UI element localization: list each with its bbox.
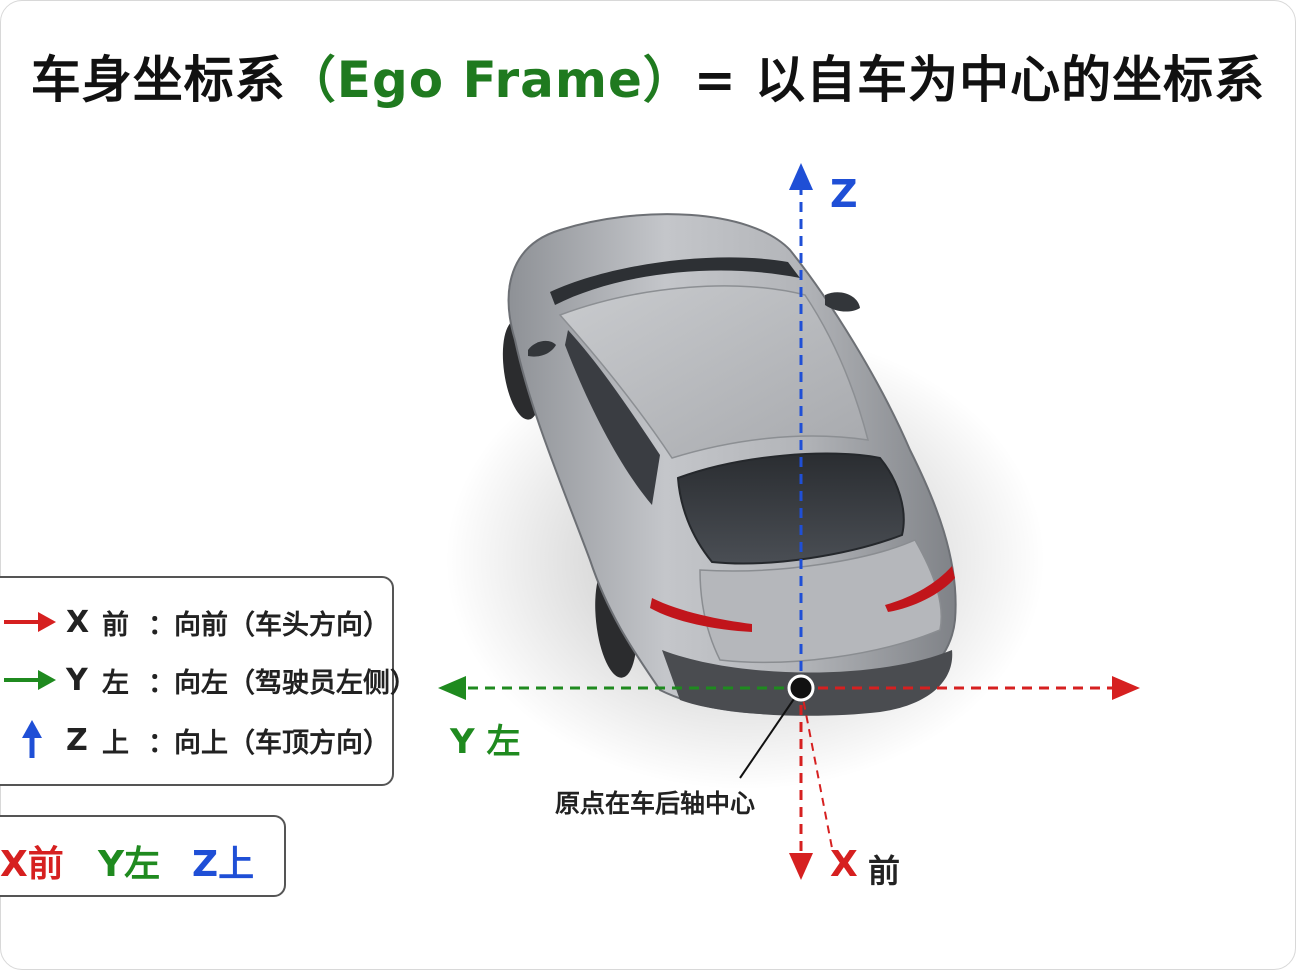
mirror-right	[825, 292, 860, 312]
car-rear-window	[676, 452, 905, 565]
red-arrow-icon	[4, 612, 56, 632]
legend-colon-z: ：	[148, 727, 175, 759]
legend-desc-y: 向左（驾驶员左侧）	[174, 667, 417, 699]
axis-legend: X 前 ： 向前（车头方向） Y 左 ： 向左（驾驶员左侧） Z 上 ： 向上（…	[0, 576, 417, 786]
legend-row-z: Z 上 ： 向上（车顶方向）	[2, 720, 390, 760]
car-roof	[558, 285, 870, 459]
legend-desc-x: 向前（车头方向）	[174, 609, 390, 641]
y-axis-label: Y 左	[450, 722, 521, 762]
tail-light-left	[650, 598, 752, 632]
title-part3: = 以自车为中心的坐标系	[693, 51, 1266, 109]
legend-dir-z: 上	[102, 727, 129, 759]
x-axis	[789, 687, 833, 880]
legend-desc-z: 向上（车顶方向）	[174, 727, 390, 759]
origin-point	[787, 674, 815, 702]
x-axis-label-letter: X	[830, 844, 858, 885]
origin-pointer-line	[739, 689, 801, 779]
legend-dir-x: 前	[102, 609, 129, 641]
y-axis	[438, 676, 801, 700]
x-axis-extension	[801, 676, 1140, 700]
summary-x: X前	[0, 844, 64, 885]
z-axis-label: Z	[830, 172, 858, 216]
legend-colon-y: ：	[148, 667, 175, 699]
legend-row-y: Y 左 ： 向左（驾驶员左侧）	[2, 660, 417, 700]
x-axis-label-word: 前	[868, 852, 901, 890]
legend-axis-x: X	[66, 604, 90, 640]
legend-axis-y: Y	[66, 662, 88, 698]
car-side-window	[565, 330, 660, 505]
car-trunk	[699, 539, 942, 664]
z-axis	[789, 163, 813, 688]
summary-z: Z上	[192, 844, 255, 885]
legend-row-x: X 前 ： 向前（车头方向）	[2, 602, 390, 642]
axis-summary: X前 Y左 Z上	[0, 815, 286, 897]
legend-axis-z: Z	[66, 722, 88, 758]
legend-dir-y: 左	[102, 667, 129, 699]
mirror-left	[528, 340, 556, 357]
summary-y: Y左	[98, 844, 161, 885]
origin-label: 原点在车后轴中心	[555, 789, 756, 818]
green-arrow-icon	[4, 670, 56, 690]
blue-up-arrow-icon	[22, 720, 42, 758]
legend-colon-x: ：	[148, 609, 175, 641]
page-title: 车身坐标系（Ego Frame）= 以自车为中心的坐标系	[0, 40, 1296, 112]
car-windshield	[550, 257, 800, 305]
tail-light-right	[885, 566, 955, 612]
title-part1: 车身坐标系	[30, 51, 286, 109]
car-illustration	[445, 213, 1045, 790]
title-ego-frame: （Ego Frame）	[285, 51, 694, 109]
